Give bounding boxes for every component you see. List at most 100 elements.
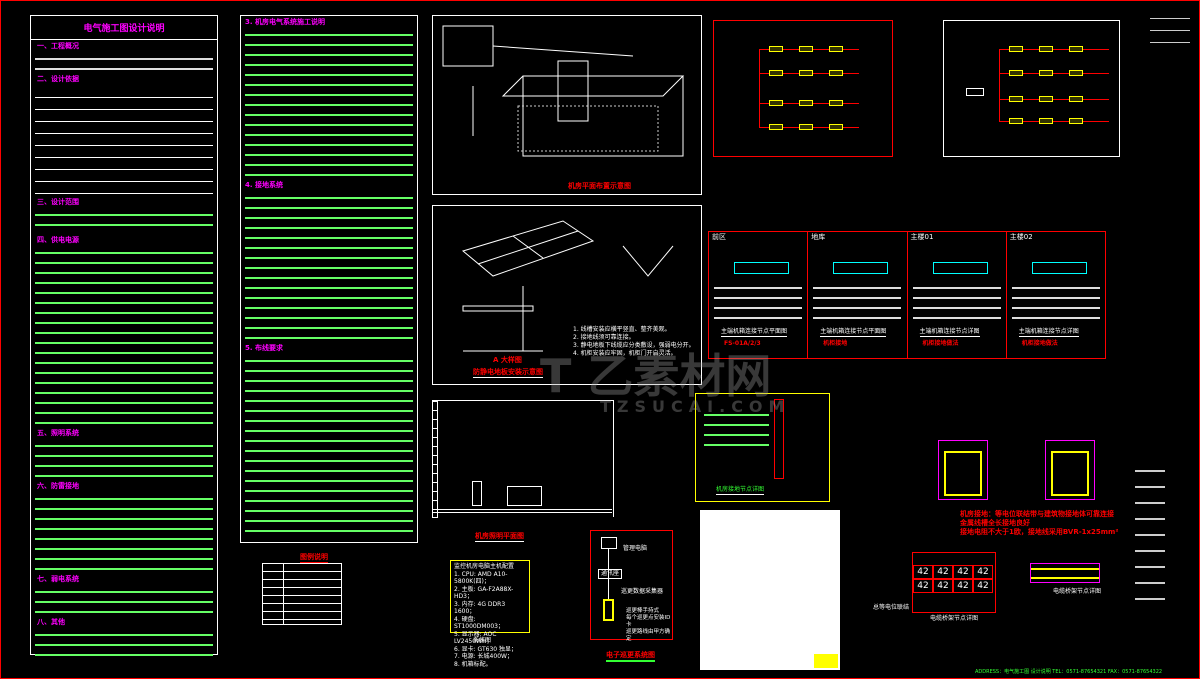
- section-heading: 5. 布线要求: [245, 344, 283, 352]
- machine-room-3d-drawing: [442, 25, 685, 157]
- note: 机房接地：等电位联结带与建筑物接地体可靠连接: [960, 510, 1114, 518]
- grounding-plan-1: [938, 440, 988, 500]
- panel-caption: 主端机箱连接节点详图: [919, 328, 980, 337]
- note: 1. 线槽安装应横平竖直、整齐美观。: [573, 326, 671, 333]
- text-lines: [35, 53, 213, 73]
- elevation-frame: [432, 400, 614, 518]
- pc-config-item: 1. CPU: AMD A10-5800K(四)；: [454, 570, 508, 586]
- section-caption: A 大样图: [493, 356, 522, 364]
- note: 巡更棒手持式: [626, 608, 660, 614]
- section-heading: 4. 接地系统: [245, 181, 283, 189]
- panel-caption: 主端机箱连接节点平面图: [721, 328, 788, 337]
- pc-config-item: 3. 内存: 4G DDR3 1600；: [454, 600, 506, 616]
- notes-panel-2: 3. 机房电气系统施工说明 4. 接地系统 5. 布线要求: [240, 15, 418, 543]
- patrol-wand-icon: [603, 599, 614, 621]
- pc-config-item: 6. 显卡: GT630 独显；: [454, 645, 518, 653]
- panel-code: 机柜接地做法: [1021, 340, 1058, 347]
- red-notes: 机房接地：等电位联结带与建筑物接地体可靠连接 金属线槽全长接地良好 接地电阻不大…: [960, 510, 1140, 537]
- pc-config-item: 2. 主板: GA-F2A88X-HD3；: [454, 585, 514, 601]
- blank-sheet: [700, 510, 840, 670]
- note: 金属线槽全长接地良好: [960, 519, 1030, 527]
- tray-cell: 42: [973, 565, 993, 579]
- note: 4. 机柜安装应牢固，机柜门开启灵活。: [573, 350, 677, 357]
- footer-address: ADDRESS：电气施工图 设计说明 TEL：0571-87654321 FAX…: [975, 669, 1163, 675]
- section-heading: 二、设计依据: [37, 75, 79, 83]
- terminal-box: [734, 262, 789, 274]
- cable-tray-caption: 电缆桥架节点详图: [930, 615, 979, 622]
- tray-cell: 42: [913, 565, 933, 579]
- text-lines: [35, 247, 213, 427]
- section-heading: 一、工程概况: [37, 42, 79, 50]
- note: 每个巡更点安装ID卡: [626, 615, 671, 628]
- pc-config-box: 监控机房电脑主机配置 1. CPU: AMD A10-5800K(四)； 2. …: [450, 560, 530, 668]
- grounding-caption: 机房接地节点详图: [716, 486, 765, 495]
- panel-code: 机柜接地做法: [922, 340, 959, 347]
- lighting-plan-caption: 机房照明平面图: [475, 532, 524, 542]
- note: 3. 静电地板下线缆应分类敷设，强弱电分开。: [573, 342, 695, 349]
- connection-panel: 前区 主端机箱连接节点平面图 FS-01A/2/3: [709, 232, 809, 358]
- connection-panels: 前区 主端机箱连接节点平面图 FS-01A/2/3 地库 主端机箱连接节点平面图…: [708, 231, 1106, 359]
- legend-table: [262, 563, 342, 625]
- busbar-diagram: [1030, 563, 1100, 583]
- note: 2. 接地线须可靠连接。: [573, 334, 635, 341]
- pc-config-item: 4. 硬盘: ST1000DM003；: [454, 615, 504, 631]
- lighting-diagram-2: [943, 20, 1120, 157]
- title-block-notes: [1150, 12, 1190, 52]
- pc-config-item: 7. 电源: 长城400W；: [454, 653, 513, 660]
- panel-title: 前区: [712, 233, 726, 241]
- chair-icon: [472, 481, 482, 506]
- watermark-url: TZSUCAI.COM: [600, 397, 791, 416]
- grounding-detail-box: 机房接地节点详图: [695, 393, 830, 502]
- machine-room-plan-frame: 机房平面布置示意图: [432, 15, 702, 195]
- text-lines: [704, 409, 769, 449]
- panel-code: FS-01A/2/3: [724, 340, 761, 347]
- desk-icon: [507, 486, 542, 506]
- text-lines: [35, 209, 213, 234]
- text-lines: [35, 440, 213, 480]
- terminal-box: [932, 262, 988, 274]
- tray-cell: 42: [933, 579, 953, 593]
- section-heading: 三、设计范围: [37, 198, 79, 206]
- panel-title: 主楼02: [1009, 233, 1033, 241]
- note: 巡更路线由甲方确定: [626, 629, 671, 642]
- lighting-diagram-1: [713, 20, 893, 157]
- text-lines: [35, 586, 213, 616]
- section-heading: 六、防雷接地: [37, 482, 79, 490]
- tray-cell: 42: [953, 579, 973, 593]
- text-lines: [813, 282, 902, 322]
- legend-table-title: 图例说明: [300, 553, 328, 563]
- text-lines: [245, 29, 413, 179]
- ground-box-label: 总等电位联结: [873, 604, 910, 611]
- busbar-caption: 电缆桥架节点详图: [1053, 588, 1102, 595]
- device-label: 通讯座: [598, 569, 623, 579]
- connector-line: [608, 549, 609, 599]
- terminal-box: [833, 262, 889, 274]
- panel-code: 机柜接地: [823, 340, 848, 347]
- text-lines: [245, 192, 413, 342]
- tray-cell: 42: [913, 579, 933, 593]
- equipment-box: [1051, 451, 1089, 496]
- pc-config-item: 8. 机箱标配。: [454, 660, 492, 668]
- text-lines: [35, 629, 213, 659]
- section-heading: 八、其他: [37, 618, 65, 626]
- machine-room-plan-caption: 机房平面布置示意图: [568, 182, 631, 190]
- raised-floor-drawing: [461, 220, 674, 352]
- floor-notes: 1. 线槽安装应横平竖直、整齐美观。 2. 接地线须可靠连接。 3. 静电地板下…: [573, 326, 698, 358]
- title-block: [1135, 460, 1190, 600]
- section-heading: 3. 机房电气系统施工说明: [245, 18, 325, 26]
- panel-title: 主楼01: [910, 233, 934, 241]
- patrol-system-box: 管理电脑 通讯座 巡更数据采集器 巡更棒手持式 每个巡更点安装ID卡 巡更路线由…: [590, 530, 673, 642]
- cable-tray-diagram: 42 42 42 42 42 42 42 42: [912, 552, 996, 613]
- text-lines: [714, 282, 802, 322]
- design-notes-title: 电气施工图设计说明: [31, 16, 217, 40]
- floor-line: [432, 509, 612, 513]
- section-heading: 七、弱电系统: [37, 575, 79, 583]
- design-notes-panel: 电气施工图设计说明 一、工程概况 二、设计依据 三、设计范围 四、供电电源 五、…: [30, 15, 218, 659]
- text-lines: [912, 282, 1001, 322]
- floor-detail-caption: 防静电地板安装示意图: [473, 368, 543, 378]
- wall-section: [432, 401, 438, 518]
- floor-detail-frame: A 大样图 防静电地板安装示意图 1. 线槽安装应横平竖直、整齐美观。 2. 接…: [432, 205, 702, 385]
- note: 接地电阻不大于1欧，接地线采用BVR-1x25mm²: [960, 528, 1119, 536]
- connection-panel: 主楼01 主端机箱连接节点详图 机柜接地做法: [908, 232, 1007, 358]
- section-heading: 五、照明系统: [37, 429, 79, 437]
